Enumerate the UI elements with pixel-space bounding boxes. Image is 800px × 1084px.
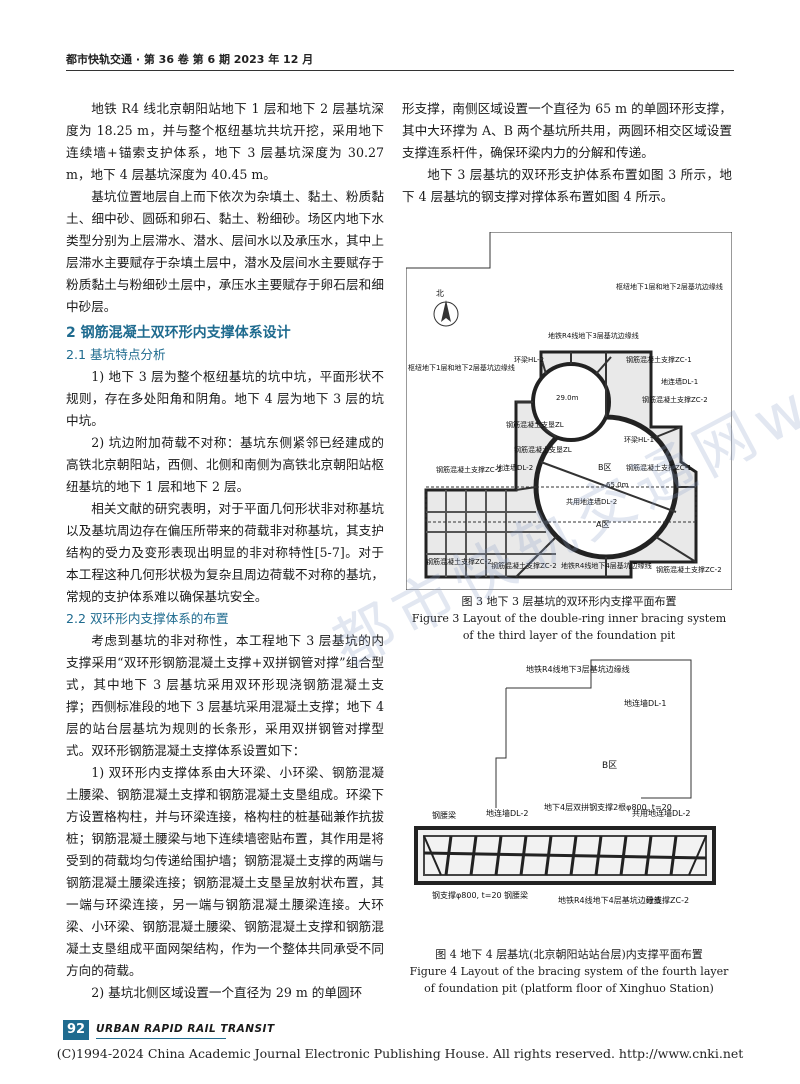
label-r4-b3: 地铁R4线地下3层基坑边缘线 xyxy=(526,664,630,674)
label-dl1: 地连墙DL-1 xyxy=(624,698,666,708)
label-hl2: 环梁HL-2 xyxy=(514,355,544,364)
paragraph: 2) 基坑北侧区域设置一个直径为 29 m 的单圆环 xyxy=(91,985,363,1000)
label-steel-waler: 钢腰梁 xyxy=(432,810,456,820)
copyright-line: (C)1994-2024 China Academic Journal Elec… xyxy=(56,1046,744,1061)
subsection-heading: 2.1 基坑特点分析 xyxy=(66,347,166,362)
label-r4-b4: 地铁R4线地下4层基坑边缘线 xyxy=(558,895,662,905)
label-steel-brace: 钢支撑φ800, t=20 xyxy=(432,890,502,900)
label-zc1-mid: 钢筋混凝土支撑ZC-1 xyxy=(626,463,692,472)
label-dl2-left: 地连墙DL-2 xyxy=(486,808,528,818)
label-b4-steel: 地下4层双拼钢支撑2根φ800, t=20 xyxy=(544,802,672,812)
figure-3-caption: 图 3 地下 3 层基坑的双环形内支撑平面布置 Figure 3 Layout … xyxy=(402,593,736,644)
label-zl: 钢筋混凝土支垦ZL xyxy=(506,420,564,429)
paragraph: 地铁 R4 线北京朝阳站地下 1 层和地下 2 层基坑深度为 18.25 m，并… xyxy=(66,101,384,182)
label-dl2-left: 地连墙DL-2 xyxy=(496,463,533,472)
figure-3-diagram: 北 枢纽地下1层和地下2层基坑边缘线 地铁R4线地下3层基坑边缘线 枢纽地下 xyxy=(406,232,732,590)
label-dim-65: 65.0m xyxy=(606,481,629,489)
paragraph: 1) 双环形内支撑体系由大环梁、小环梁、钢筋混凝土腰梁、钢筋混凝土支撑和钢筋混凝… xyxy=(66,765,384,978)
figure-4-diagram: 地铁R4线地下3层基坑边缘线 地连墙DL-1 B区 钢腰梁 地连墙DL-2 地下… xyxy=(414,659,716,905)
caption-en: of foundation pit (platform floor of Xin… xyxy=(424,982,714,995)
section-heading: 2 钢筋混凝土双环形内支撑体系设计 xyxy=(66,325,291,341)
label-dl1: 地连墙DL-1 xyxy=(661,377,698,386)
label-b-zone: B区 xyxy=(598,463,612,472)
label-dim-29: 29.0m xyxy=(556,394,579,402)
paragraph: 考虑到基坑的非对称性，本工程地下 3 层基坑的内支撑采用“双环形钢筋混凝土支撑+… xyxy=(66,633,384,758)
figure-4-caption: 图 4 地下 4 层基坑(北京朝阳站站台层)内支撑平面布置 Figure 4 L… xyxy=(402,946,736,997)
caption-en: Figure 4 Layout of the bracing system of… xyxy=(409,965,729,978)
footer-rule xyxy=(96,1038,226,1039)
label-r4-b4: 地铁R4线地下4层基坑边缘线 xyxy=(561,561,652,570)
paragraph: 基坑位置地层自上而下依次为杂填土、黏土、粉质黏土、细中砂、圆砾和卵石、黏土、粉细… xyxy=(66,189,384,314)
footer-journal-name: URBAN RAPID RAIL TRANSIT xyxy=(96,1023,275,1035)
left-column: 地铁 R4 线北京朝阳站地下 1 层和地下 2 层基坑深度为 18.25 m，并… xyxy=(66,98,384,1004)
subsection-heading: 2.2 双环形内支撑体系的布置 xyxy=(66,611,229,626)
label-shared-dl: 共用地连墙DL-2 xyxy=(632,808,690,818)
caption-cn: 图 4 地下 4 层基坑(北京朝阳站站台层)内支撑平面布置 xyxy=(435,948,703,961)
label-zl2: 钢筋混凝土支垦ZL xyxy=(514,445,572,454)
paragraph: 地下 3 层基坑的双环形支护体系布置如图 3 所示，地下 4 层基坑的钢支撑对撑… xyxy=(402,167,732,204)
label-b-zone: B区 xyxy=(602,760,617,771)
header-rule xyxy=(66,70,734,71)
right-column: 形支撑，南侧区域设置一个直径为 65 m 的单圆环形支撑，其中大环撑为 A、B … xyxy=(402,98,732,208)
label-conc-brace: 砼支撑ZC-2 xyxy=(646,895,689,905)
caption-en: of the third layer of the foundation pit xyxy=(462,629,676,642)
north-label: 北 xyxy=(436,289,444,298)
label-zc2-bl: 钢筋混凝土支撑ZC-2 xyxy=(426,557,492,566)
label-zc2-bm: 钢筋混凝土支撑ZC-2 xyxy=(491,561,557,570)
label-zc2-br: 钢筋混凝土支撑ZC-2 xyxy=(656,565,722,574)
journal-header: 都市快轨交通 · 第 36 卷 第 6 期 2023 年 12 月 xyxy=(66,53,314,66)
label-steel-waler2: 钢腰梁 xyxy=(504,890,528,900)
label-r4-b3: 地铁R4线地下3层基坑边缘线 xyxy=(548,331,639,340)
label-zc1: 钢筋混凝土支撑ZC-1 xyxy=(626,355,692,364)
page-number: 92 xyxy=(63,1020,89,1040)
paragraph: 相关文献的研究表明，对于平面几何形状非对称基坑以及基坑周边存在偏压所带来的荷载非… xyxy=(66,501,384,604)
paragraph: 1) 地下 3 层为整个枢纽基坑的坑中坑，平面形状不规则，存在多处阳角和阴角。地… xyxy=(66,369,384,428)
caption-en: Figure 3 Layout of the double-ring inner… xyxy=(411,612,727,625)
label-zc2-left: 钢筋混凝土支撑ZC-2 xyxy=(436,465,502,474)
label-zc2-top: 钢筋混凝土支撑ZC-2 xyxy=(642,395,708,404)
label-a-zone: A区 xyxy=(596,520,609,529)
label-hub-b1b2: 枢纽地下1层和地下2层基坑边缘线 xyxy=(616,282,723,291)
label-hl1: 环梁HL-1 xyxy=(624,435,654,444)
paragraph: 形支撑，南侧区域设置一个直径为 65 m 的单圆环形支撑，其中大环撑为 A、B … xyxy=(402,101,732,160)
label-shared-dl: 共用地连墙DL-2 xyxy=(566,497,617,506)
paragraph: 2) 坑边附加荷载不对称：基坑东侧紧邻已经建成的高铁北京朝阳站，西侧、北侧和南侧… xyxy=(66,435,384,494)
label-hub-left: 枢纽地下1层和地下2层基坑边缘线 xyxy=(408,363,515,372)
caption-cn: 图 3 地下 3 层基坑的双环形内支撑平面布置 xyxy=(461,595,677,608)
